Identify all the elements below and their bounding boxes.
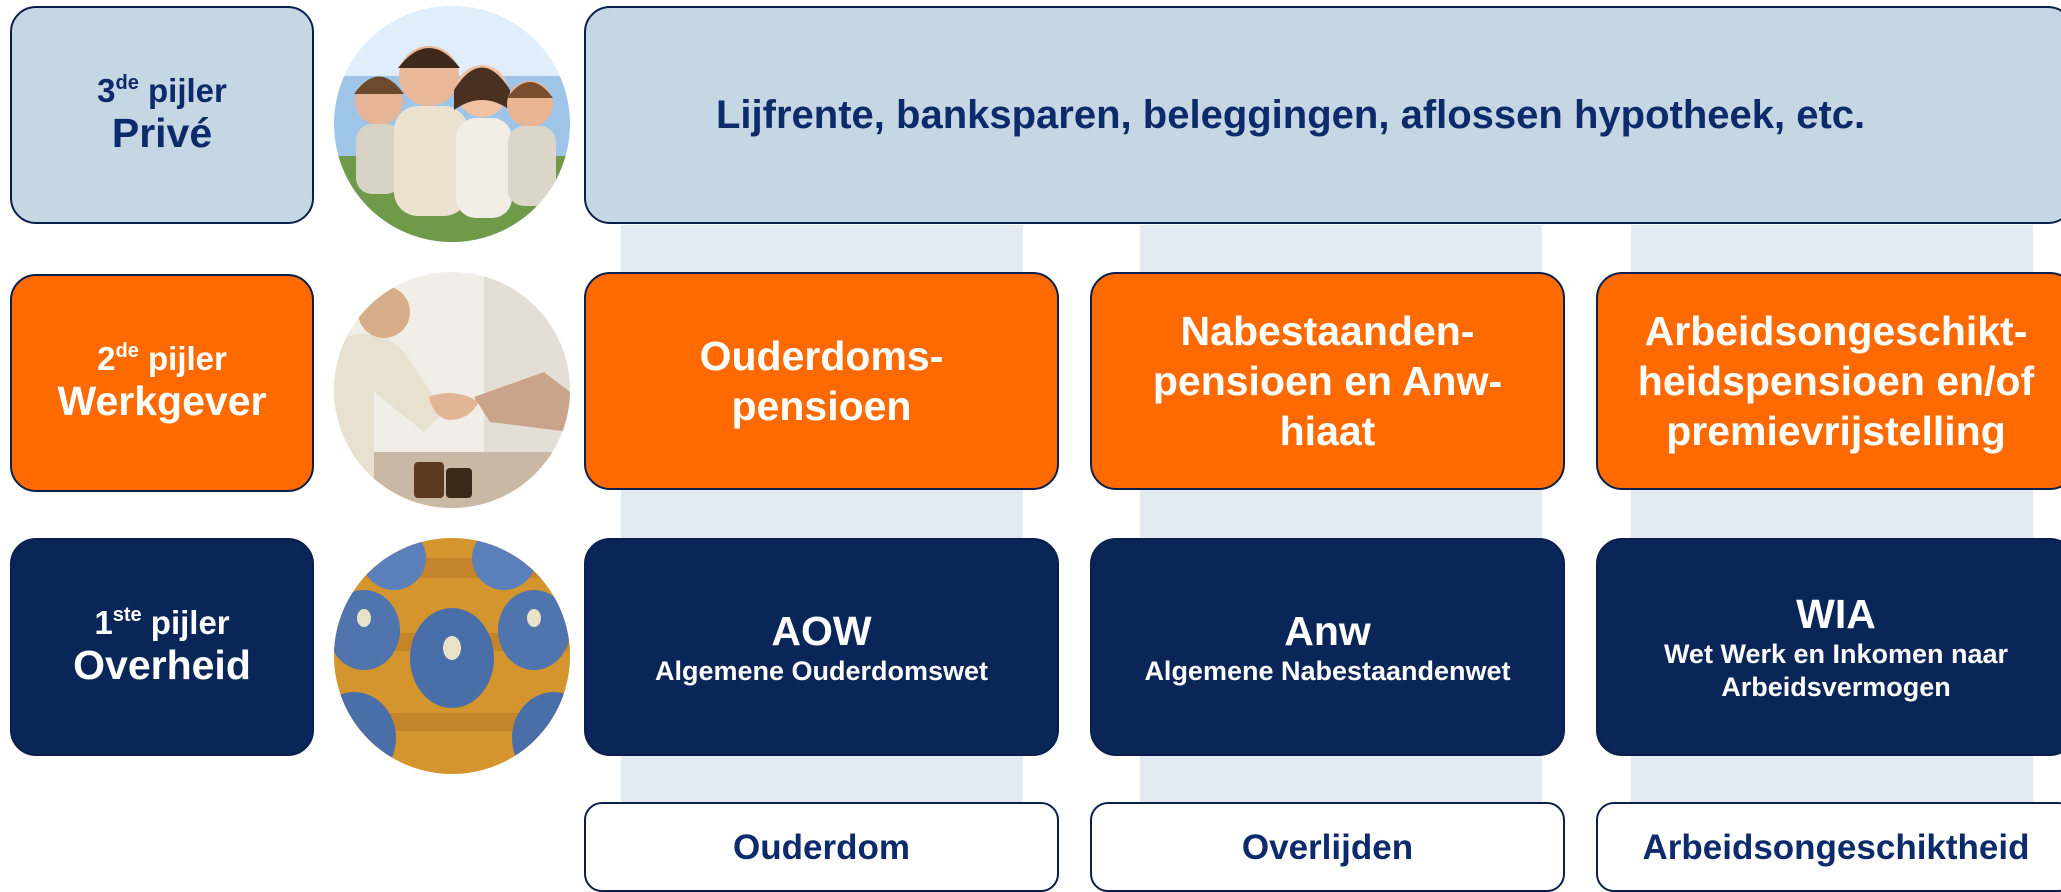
pillar-1-number: 1 (94, 604, 113, 641)
pillar-3-ordinal: de (115, 72, 139, 94)
disability-pension-box: Arbeidsongeschikt- heidspensioen en/of p… (1596, 272, 2061, 490)
third-pillar-box: Lijfrente, banksparen, beleggingen, aflo… (584, 6, 2061, 224)
handshake-photo (334, 272, 570, 508)
pillar-1-word: pijler (150, 604, 230, 641)
family-photo (334, 6, 570, 242)
disability-pension-line-1: Arbeidsongeschikt- (1644, 308, 2028, 354)
wia-full-name-line-1: Wet Werk en Inkomen naar (1663, 639, 2009, 669)
retirement-pension-line-1: Ouderdoms- (699, 333, 944, 379)
survivor-pension-box: Nabestaanden- pensioen en Anw- hiaat (1090, 272, 1565, 490)
risk-disability-text: Arbeidsongeschiktheid (1642, 828, 2030, 867)
pillar-1-ordinal: ste (112, 604, 142, 626)
wia-box: WIA Wet Werk en Inkomen naar Arbeidsverm… (1596, 538, 2061, 756)
anw-full-name: Algemene Nabestaandenwet (1144, 655, 1511, 686)
pillar-3-title: Privé (111, 110, 213, 156)
risk-death-label: Overlijden (1090, 802, 1565, 892)
disability-pension-line-3: premievrijstelling (1666, 408, 2006, 454)
third-pillar-text: Lijfrente, banksparen, beleggingen, aflo… (716, 92, 1866, 137)
pillar-3-number: 3 (97, 72, 116, 109)
retirement-pension-box: Ouderdoms- pensioen (584, 272, 1059, 490)
pillar-2-title: Werkgever (57, 378, 267, 424)
survivor-pension-line-3: hiaat (1279, 408, 1376, 454)
wia-abbreviation: WIA (1796, 591, 1876, 637)
aow-abbreviation: AOW (771, 607, 872, 654)
survivor-pension-line-1: Nabestaanden- (1180, 308, 1475, 354)
survivor-pension-line-2: pensioen en Anw- (1152, 358, 1503, 404)
pillar-2-word: pijler (148, 340, 227, 377)
anw-abbreviation: Anw (1284, 607, 1371, 654)
pillar-2-number: 2 (97, 340, 116, 377)
aow-full-name: Algemene Ouderdomswet (654, 655, 989, 686)
wia-full-name-line-2: Arbeidsvermogen (1721, 672, 1951, 702)
risk-death-text: Overlijden (1241, 828, 1414, 867)
risk-retirement-text: Ouderdom (733, 828, 910, 867)
pillar-1-title: Overheid (73, 642, 251, 688)
risk-disability-label: Arbeidsongeschiktheid (1596, 802, 2061, 892)
disability-pension-line-2: heidspensioen en/of (1637, 358, 2035, 404)
pillar-3-word: pijler (148, 72, 227, 109)
aow-box: AOW Algemene Ouderdomswet (584, 538, 1059, 756)
pillar-2-ordinal: de (115, 340, 139, 362)
risk-retirement-label: Ouderdom (584, 802, 1059, 892)
parliament-photo (334, 538, 570, 774)
anw-box: Anw Algemene Nabestaandenwet (1090, 538, 1565, 756)
retirement-pension-line-2: pensioen (731, 383, 912, 429)
pillar-1-label: 1ste pijler Overheid (10, 538, 314, 756)
pillar-2-label: 2de pijler Werkgever (10, 274, 314, 492)
pillar-3-label: 3de pijler Privé (10, 6, 314, 224)
